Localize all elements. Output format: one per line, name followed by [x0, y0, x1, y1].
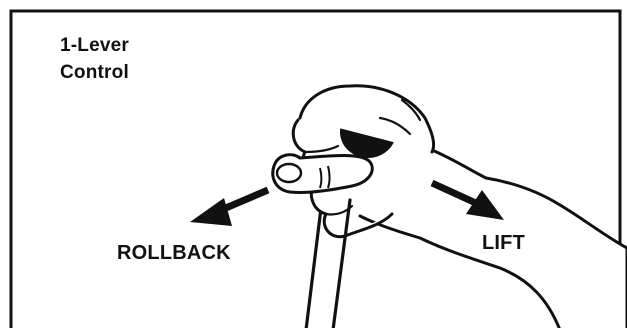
hand-illustration	[293, 86, 627, 328]
thumb	[273, 155, 372, 193]
lift-label: LIFT	[482, 232, 525, 255]
thumbnail	[277, 164, 301, 182]
title-line-1: 1-Lever	[60, 35, 129, 57]
rollback-label: ROLLBACK	[117, 242, 231, 265]
rollback-arrow	[190, 190, 268, 226]
title-line-2: Control	[60, 62, 129, 84]
